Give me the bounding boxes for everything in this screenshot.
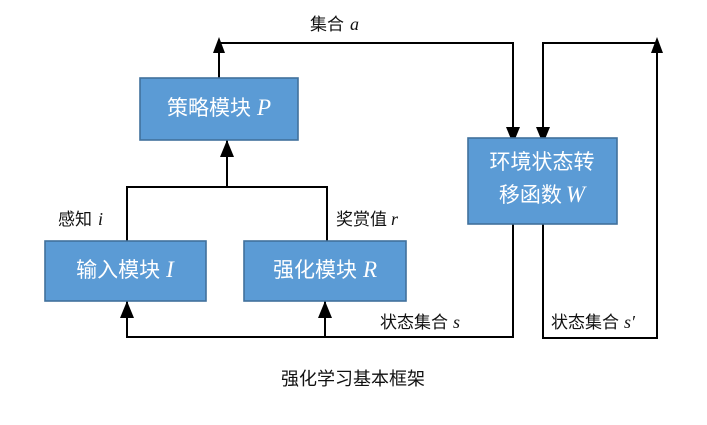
label-reward-symbol: r <box>391 209 399 229</box>
environment-module-label-line1: 环境状态转 <box>490 150 595 174</box>
policy-module-label-cn: 策略模块 <box>167 96 251 120</box>
environment-module-symbol: W <box>566 182 587 207</box>
policy-module-symbol: P <box>256 95 271 120</box>
label-perception-cn: 感知 <box>58 210 92 229</box>
edge-input-to-merge <box>126 186 328 241</box>
input-module-box[interactable] <box>44 240 207 302</box>
edge-policy-to-environment <box>218 42 514 138</box>
arrowhead-into-environment-left <box>506 127 520 144</box>
label-next-state-set-symbol: s′ <box>624 312 636 332</box>
edge-environment-right-loop <box>542 42 658 339</box>
label-state-set-symbol: s <box>453 312 460 332</box>
reinforce-module-box[interactable] <box>243 240 407 302</box>
arrowhead-into-reinforce-module <box>318 301 332 318</box>
input-module-label-cn: 输入模块 <box>76 258 160 282</box>
environment-module-box[interactable] <box>467 137 618 225</box>
reinforce-module-label-cn: 强化模块 <box>273 258 357 282</box>
arrowhead-into-environment-right <box>536 127 550 144</box>
environment-module-label-cn-1: 环境状态转 <box>490 150 595 174</box>
edge-environment-to-bottom-rail <box>126 224 514 338</box>
label-next-state-set: 状态集合 s′ <box>551 312 636 332</box>
label-action-set: 集合 a <box>310 14 359 34</box>
figure-caption: 强化学习基本框架 <box>281 369 425 389</box>
label-perception: 感知 i <box>58 209 103 229</box>
label-state-set: 状态集合 s <box>380 312 460 332</box>
label-perception-symbol: i <box>98 209 103 229</box>
label-action-set-cn: 集合 <box>310 15 344 34</box>
policy-module-box[interactable] <box>139 77 299 141</box>
input-module-symbol: I <box>165 257 175 282</box>
reinforce-module-symbol: R <box>362 257 377 282</box>
label-state-set-cn: 状态集合 <box>380 313 448 332</box>
arrowhead-right-rail-up <box>651 37 663 53</box>
label-reward-cn: 奖赏值 <box>336 210 387 229</box>
environment-module-label-cn-2: 移函数 <box>499 183 562 207</box>
arrowhead-into-policy-module <box>220 140 234 157</box>
connector-group <box>120 37 663 339</box>
label-action-set-symbol: a <box>350 14 359 34</box>
label-next-state-set-cn: 状态集合 <box>551 313 619 332</box>
arrowhead-into-input-module <box>120 301 134 318</box>
arrowhead-policy-top-up <box>213 37 225 53</box>
